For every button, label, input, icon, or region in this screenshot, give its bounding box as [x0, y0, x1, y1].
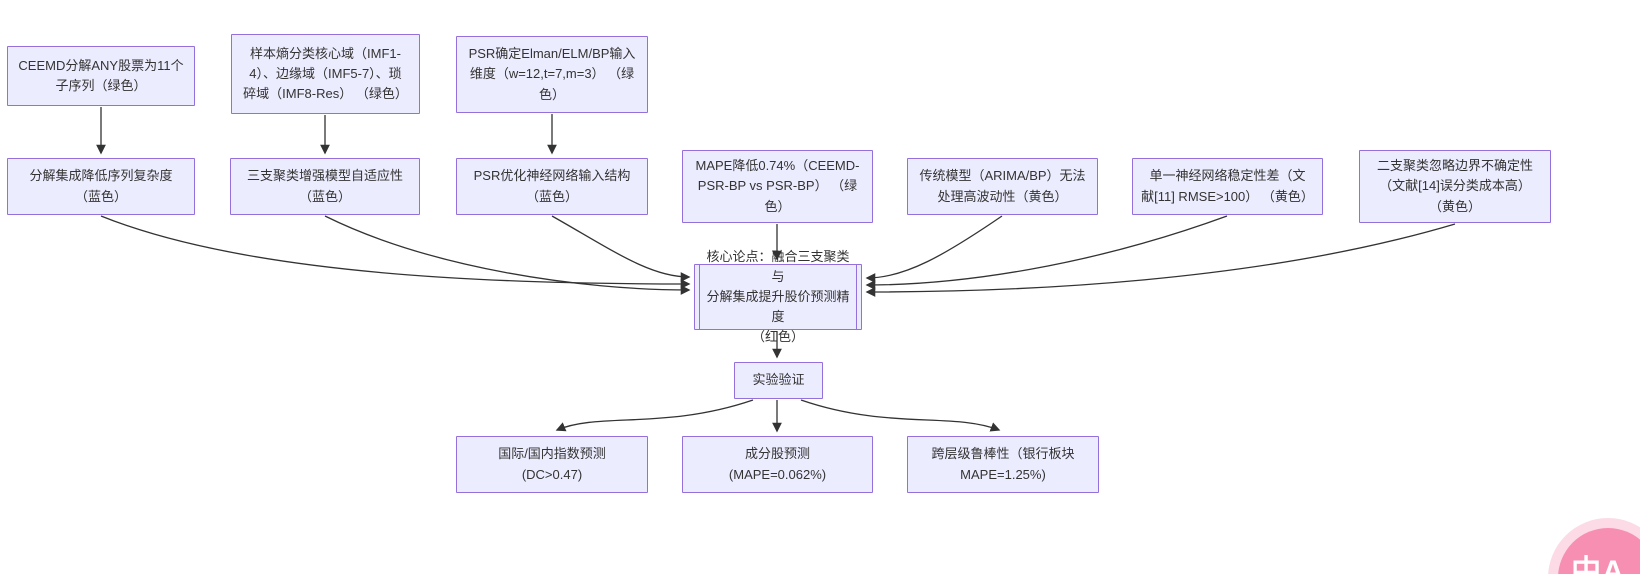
- node-cross-level-robust: 跨层级鲁棒性（银行板块 MAPE=1.25%): [907, 436, 1099, 493]
- translate-badge-label: 中A: [1571, 555, 1625, 574]
- node-label: PSR确定Elman/ELM/BP输入 维度（w=12,t=7,m=3） （绿 …: [468, 46, 636, 102]
- node-label: 二支聚类忽略边界不确定性 （文献[14]误分类成本高） （黄色）: [1376, 158, 1533, 214]
- node-label: 跨层级鲁棒性（银行板块 MAPE=1.25%): [931, 446, 1075, 482]
- node-label: 分解集成降低序列复杂度 （蓝色）: [29, 168, 173, 204]
- node-label: PSR优化神经网络输入结构 （蓝色）: [473, 168, 631, 204]
- node-label: 核心论点：融合三支聚类与 分解集成提升股价预测精度 （红色）: [706, 248, 850, 345]
- node-ceemd-decompose: CEEMD分解ANY股票为11个 子序列（绿色）: [7, 46, 195, 106]
- node-mape-reduction: MAPE降低0.74%（CEEMD- PSR-BP vs PSR-BP） （绿 …: [682, 150, 873, 223]
- node-label: CEEMD分解ANY股票为11个 子序列（绿色）: [18, 57, 184, 93]
- node-two-way-boundary: 二支聚类忽略边界不确定性 （文献[14]误分类成本高） （黄色）: [1359, 150, 1551, 223]
- node-three-way-clustering: 三支聚类增强模型自适应性 （蓝色）: [230, 158, 420, 215]
- node-decompose-ensemble: 分解集成降低序列复杂度 （蓝色）: [7, 158, 195, 215]
- node-experiment-validate: 实验验证: [734, 362, 823, 399]
- node-index-forecast: 国际/国内指数预测 (DC>0.47): [456, 436, 648, 493]
- node-psr-input-dimension: PSR确定Elman/ELM/BP输入 维度（w=12,t=7,m=3） （绿 …: [456, 36, 648, 113]
- node-constituent-forecast: 成分股预测 (MAPE=0.062%): [682, 436, 873, 493]
- translate-badge[interactable]: 中A: [1548, 518, 1640, 574]
- node-label: 国际/国内指数预测 (DC>0.47): [498, 446, 606, 482]
- node-sample-entropy: 样本熵分类核心域（IMF1- 4）、边缘域（IMF5-7）、琐 碎域（IMF8-…: [231, 34, 420, 114]
- node-psr-optimize-input: PSR优化神经网络输入结构 （蓝色）: [456, 158, 648, 215]
- node-label: 样本熵分类核心域（IMF1- 4）、边缘域（IMF5-7）、琐 碎域（IMF8-…: [243, 45, 408, 102]
- node-core-thesis: 核心论点：融合三支聚类与 分解集成提升股价预测精度 （红色）: [694, 249, 862, 344]
- node-traditional-limits: 传统模型（ARIMA/BP）无法 处理高波动性（黄色）: [907, 158, 1098, 215]
- node-label: 单一神经网络稳定性差（文 献[11] RMSE>100） （黄色）: [1141, 168, 1314, 204]
- node-label: 三支聚类增强模型自适应性 （蓝色）: [246, 168, 403, 204]
- node-single-nn-unstable: 单一神经网络稳定性差（文 献[11] RMSE>100） （黄色）: [1132, 158, 1323, 215]
- node-label: 成分股预测 (MAPE=0.062%): [728, 446, 827, 482]
- node-label: 实验验证: [752, 372, 805, 388]
- translate-badge-circle[interactable]: 中A: [1558, 528, 1640, 574]
- node-label: 传统模型（ARIMA/BP）无法 处理高波动性（黄色）: [919, 168, 1086, 204]
- node-label: MAPE降低0.74%（CEEMD- PSR-BP vs PSR-BP） （绿 …: [695, 158, 860, 214]
